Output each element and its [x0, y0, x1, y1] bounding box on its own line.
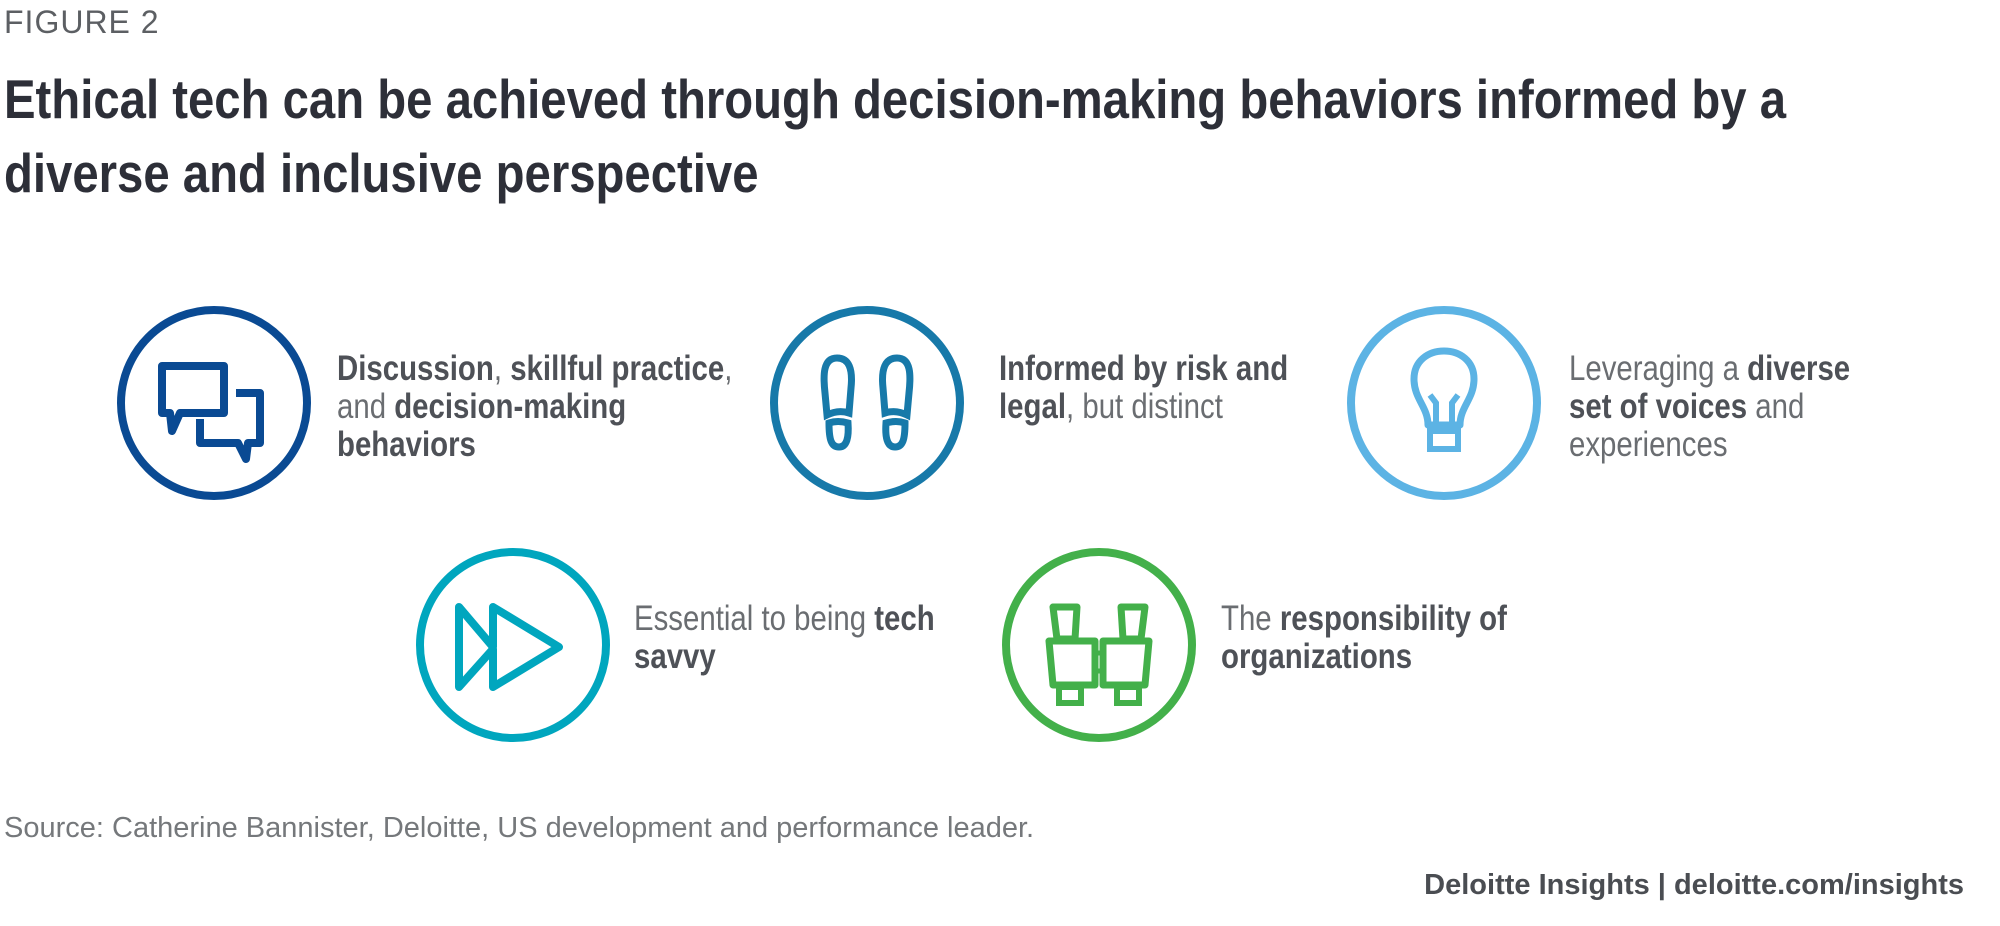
bold-text: behaviors [337, 425, 476, 464]
bold-text: legal [999, 387, 1067, 426]
footprints-icon [770, 306, 964, 500]
page-title: Ethical tech can be achieved through dec… [4, 62, 1786, 210]
regular-text: and [337, 387, 395, 426]
regular-text: Essential to being [634, 599, 875, 638]
item-text-line: Discussion, skillful practice, [337, 350, 732, 388]
regular-text: , [493, 349, 511, 388]
regular-text: Leveraging a [1569, 349, 1748, 388]
regular-text: The [1221, 599, 1280, 638]
lightbulb-icon [1347, 306, 1541, 500]
fast-forward-icon [416, 548, 610, 742]
footer-branding: Deloitte Insights | deloitte.com/insight… [1424, 869, 1964, 901]
bold-text: organizations [1221, 637, 1413, 676]
bold-text: responsibility of [1279, 599, 1507, 638]
regular-text: , but distinct [1066, 387, 1223, 426]
item-text-line: organizations [1221, 638, 1507, 676]
item-text-line: legal, but distinct [999, 388, 1288, 426]
bold-text: tech [874, 599, 935, 638]
item-text-line: experiences [1569, 426, 1850, 464]
item-text-line: Leveraging a diverse [1569, 350, 1850, 388]
item-discussion-text: Discussion, skillful practice,and decisi… [337, 350, 732, 464]
regular-text: experiences [1569, 425, 1728, 464]
chat-bubbles-icon [117, 306, 311, 500]
bold-text: skillful practice [510, 349, 725, 388]
item-text-line: set of voices and [1569, 388, 1850, 426]
bold-text: decision-making [394, 387, 627, 426]
regular-text: and [1747, 387, 1805, 426]
title-line-2: diverse and inclusive perspective [4, 142, 759, 204]
item-text-line: Informed by risk and [999, 350, 1288, 388]
item-text-line: The responsibility of [1221, 600, 1507, 638]
binoculars-icon [1002, 548, 1196, 742]
item-text-line: savvy [634, 638, 935, 676]
item-text-line: behaviors [337, 426, 732, 464]
bold-text: savvy [634, 637, 716, 676]
figure-label: FIGURE 2 [4, 4, 160, 40]
bold-text: Discussion [337, 349, 494, 388]
title-line-1: Ethical tech can be achieved through dec… [4, 68, 1787, 130]
bold-text: set of voices [1569, 387, 1748, 426]
item-text-line: Essential to being tech [634, 600, 935, 638]
bold-text: diverse [1747, 349, 1851, 388]
item-text-line: and decision-making [337, 388, 732, 426]
bold-text: Informed by risk and [999, 349, 1289, 388]
regular-text: , [724, 349, 733, 388]
source-note: Source: Catherine Bannister, Deloitte, U… [4, 812, 1035, 844]
